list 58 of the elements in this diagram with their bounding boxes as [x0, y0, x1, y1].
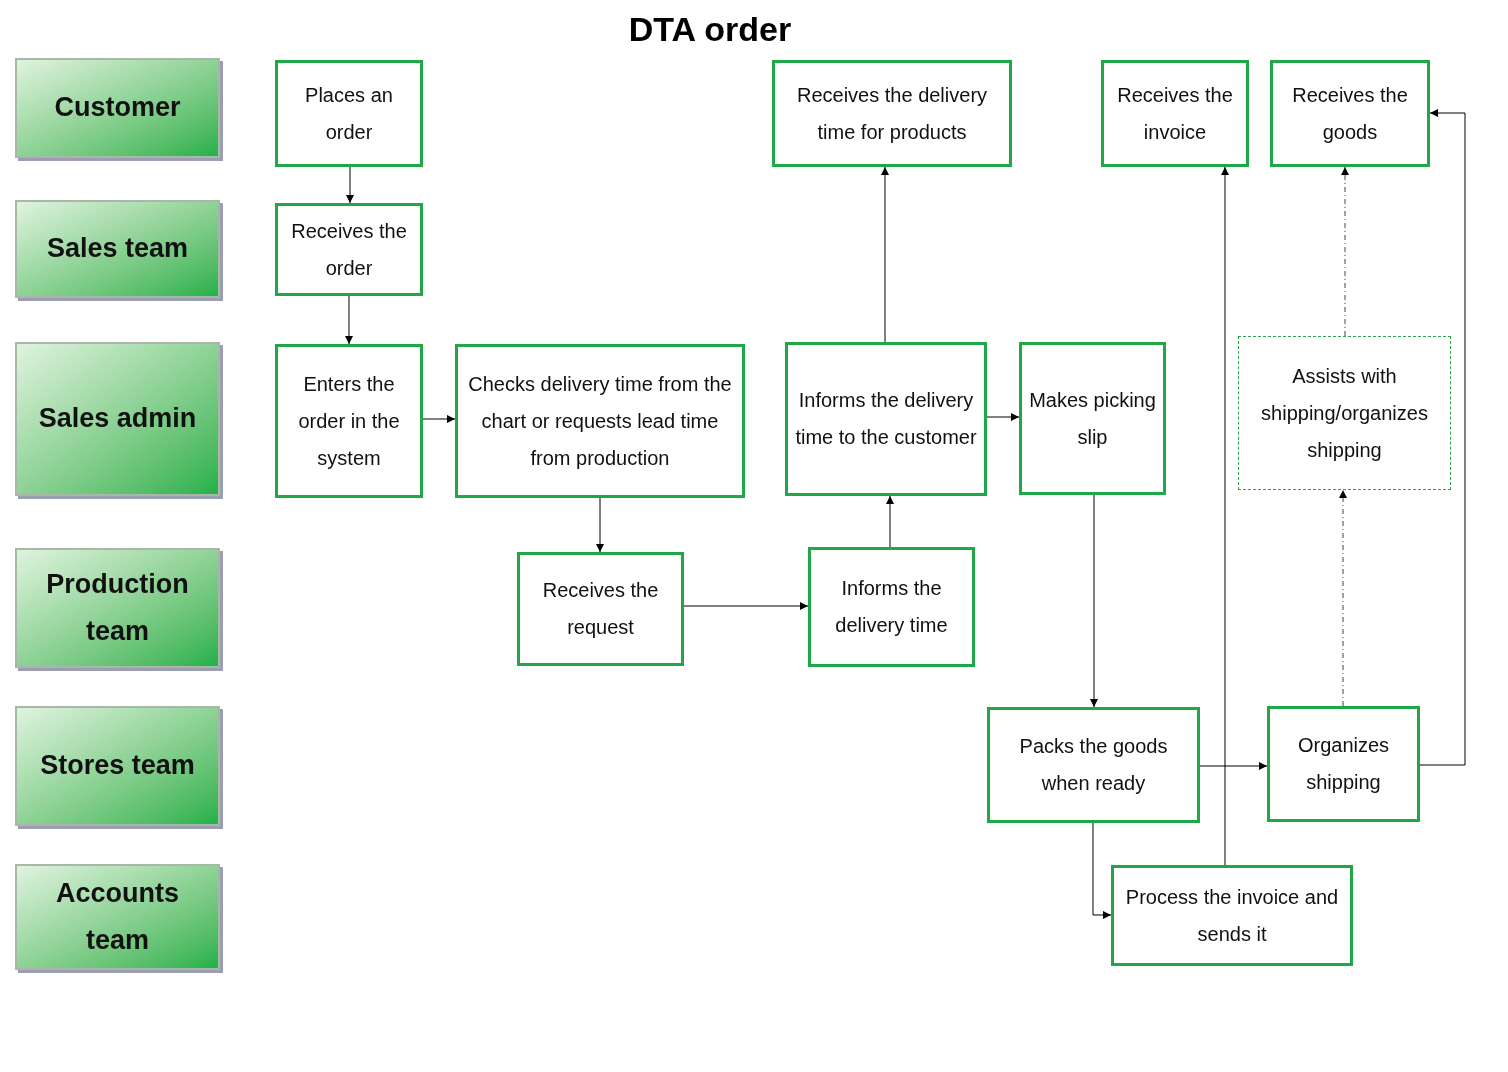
lane-label: Stores team	[40, 749, 195, 783]
process-box	[1238, 336, 1451, 490]
process-text: Organizes shipping	[1296, 733, 1391, 795]
process-text: Informs the delivery time to the customer	[794, 388, 978, 450]
arrow	[986, 413, 1020, 421]
arrow	[1339, 489, 1347, 707]
arrow	[881, 166, 889, 343]
arrow	[886, 495, 894, 548]
process-text: Receives the invoice	[1116, 82, 1234, 145]
arrow	[345, 295, 353, 345]
process-text: Receives the goods	[1291, 82, 1409, 145]
process-text: Receives the delivery time for products	[795, 82, 989, 145]
lane-label-box	[15, 342, 220, 496]
process-box	[455, 344, 745, 498]
process-text: Enters the order in the system	[297, 371, 401, 471]
lane-label: Production team	[45, 567, 190, 648]
process-box	[275, 203, 423, 296]
process-text: Process the invoice and sends it	[1124, 884, 1340, 947]
process-text: Checks delivery time from the chart or requests lead time from production	[467, 371, 733, 471]
lane-label-box	[15, 548, 220, 668]
lane-label-box	[15, 200, 220, 298]
process-box	[517, 552, 684, 666]
process-box	[1019, 342, 1166, 495]
arrow	[1199, 762, 1268, 770]
process-text: Places an order	[304, 82, 394, 145]
arrow	[346, 166, 354, 204]
process-box	[1111, 865, 1353, 966]
process-box	[275, 344, 423, 498]
arrow	[683, 602, 809, 610]
process-box	[1267, 706, 1420, 822]
process-box	[772, 60, 1012, 167]
arrow	[1090, 494, 1098, 708]
lane-label: Sales team	[46, 232, 189, 266]
arrow	[1221, 166, 1229, 866]
process-box	[987, 707, 1200, 823]
arrow	[1092, 822, 1112, 919]
process-text: Makes picking slip	[1028, 387, 1157, 450]
arrow	[422, 415, 456, 423]
lane-label: Customer	[54, 91, 181, 125]
process-text: Informs the delivery time	[834, 576, 949, 638]
process-text: Packs the goods when ready	[1018, 734, 1169, 796]
arrow	[1341, 166, 1349, 337]
process-text: Assists with shipping/organizes shipping	[1260, 363, 1429, 463]
arrow	[1419, 109, 1466, 766]
process-box	[1101, 60, 1249, 167]
process-text: Receives the request	[541, 578, 660, 640]
lane-label-box	[15, 706, 220, 826]
lane-label: Sales admin	[38, 402, 197, 436]
diagram-title: DTA order	[627, 9, 793, 50]
lane-label-box	[15, 58, 220, 158]
lane-label-box	[15, 864, 220, 970]
lane-label: Accounts team	[55, 876, 180, 957]
arrow	[596, 497, 604, 553]
process-box	[785, 342, 987, 496]
process-box	[808, 547, 975, 667]
process-box	[275, 60, 423, 167]
process-box	[1270, 60, 1430, 167]
process-text: Receives the order	[290, 218, 408, 281]
